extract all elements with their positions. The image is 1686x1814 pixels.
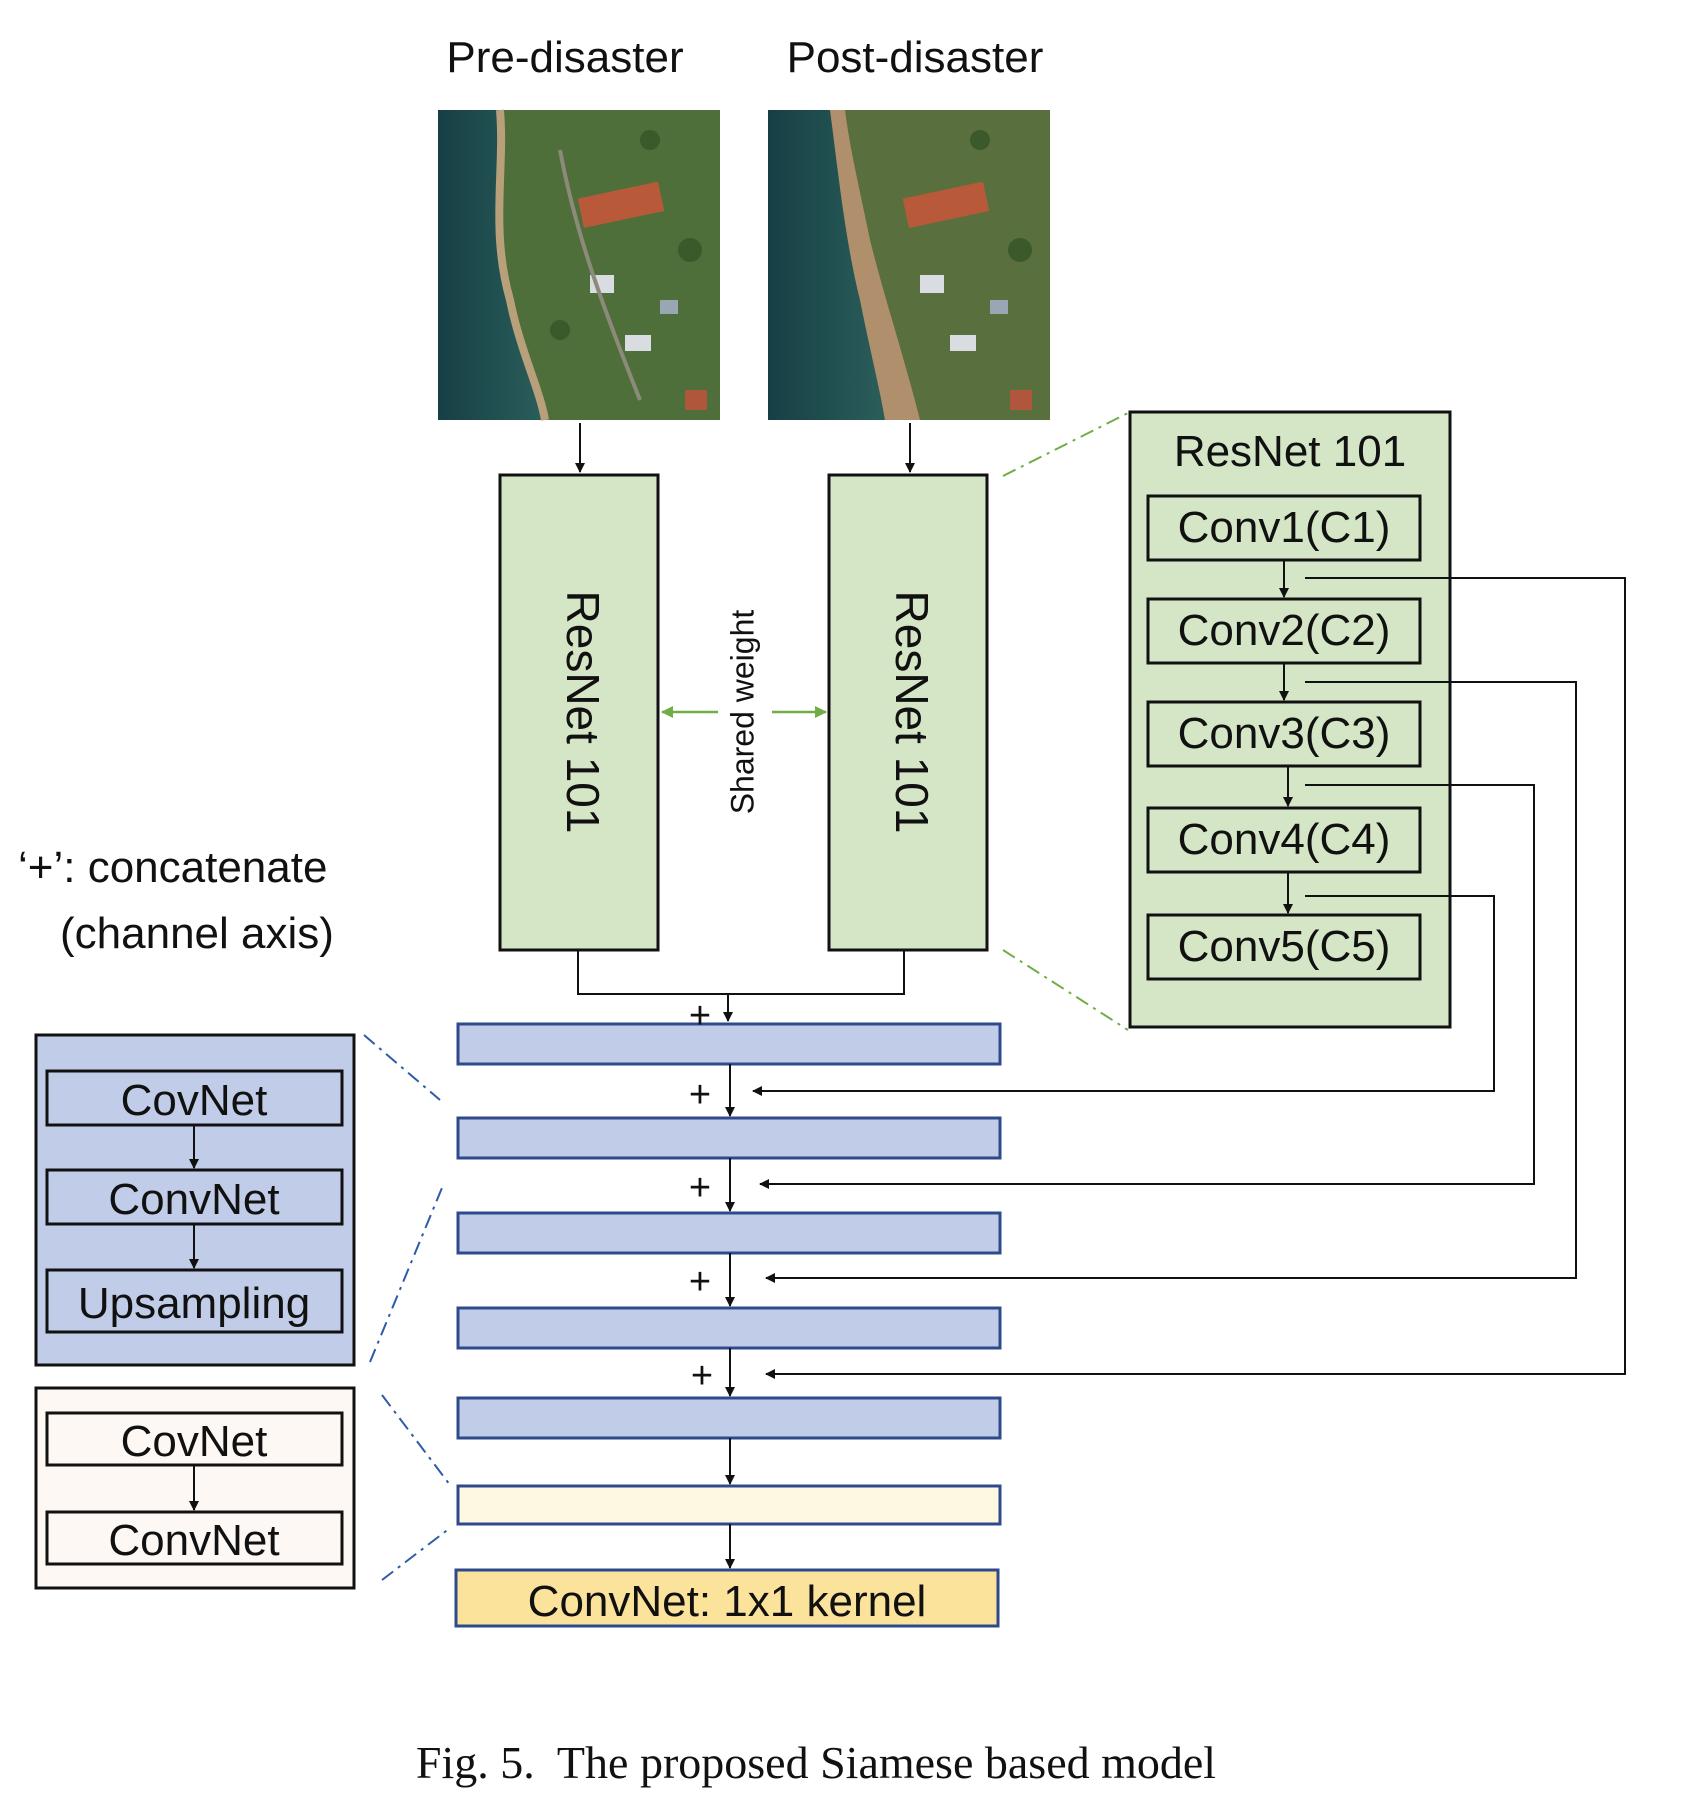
decoder-block-2: [456, 1116, 1002, 1160]
left-encoder-box: [498, 473, 660, 952]
pre-disaster-image: [438, 109, 720, 421]
head-zoom-line-bottom: [381, 1527, 451, 1581]
decoder-block-1: [456, 1022, 1002, 1066]
concat-plus-1: +: [689, 995, 711, 1037]
resnet-stage-2: Conv2(C2): [1146, 597, 1422, 665]
resnet-stage-4: Conv4(C4): [1146, 806, 1422, 874]
zoom-line-top: [1002, 412, 1129, 477]
pre-disaster-label: Pre-disaster: [446, 33, 683, 82]
legend-line-1: ‘+’: concatenate: [18, 843, 327, 892]
decoder-detail-item-1-label: CovNet: [121, 1076, 268, 1125]
figure-caption: Fig. 5. The proposed Siamese based model: [416, 1737, 1216, 1788]
output-block: [454, 1568, 1000, 1628]
resnet-stage-3-label: Conv3(C3): [1178, 709, 1391, 758]
head-detail-item-1: CovNet: [45, 1411, 344, 1467]
concat-plus-3: +: [689, 1167, 711, 1209]
resnet-stage-2-label: Conv2(C2): [1178, 606, 1391, 655]
resnet-stage-1: Conv1(C1): [1146, 494, 1422, 562]
resnet-stage-3: Conv3(C3): [1146, 700, 1422, 768]
decoder-zoom-line-top: [363, 1034, 441, 1101]
concat-plus-4: +: [689, 1261, 711, 1303]
skip-line-c3: [759, 784, 1535, 1189]
decoder-detail-item-3-label: Upsampling: [78, 1279, 310, 1328]
concat-plus-5: +: [691, 1355, 713, 1397]
right-encoder-box: [827, 473, 989, 952]
resnet-detail-title: ResNet 101: [1174, 427, 1406, 476]
skip-line-c2: [765, 681, 1577, 1283]
legend-line-2: (channel axis): [60, 909, 334, 958]
decoder-detail-item-3: Upsampling: [45, 1268, 344, 1334]
decoder-block-5: [456, 1396, 1002, 1440]
head-zoom-line-top: [381, 1394, 451, 1486]
decoder-detail-item-2-label: ConvNet: [108, 1175, 279, 1224]
zoom-line-bottom: [1002, 949, 1129, 1031]
decoder-detail-item-1: CovNet: [45, 1069, 344, 1127]
shared-weight-label: Shared weight: [724, 610, 760, 815]
resnet-stage-5-label: Conv5(C5): [1178, 922, 1391, 971]
left-encoder-label: ResNet 101: [557, 591, 609, 834]
head-detail-item-1-label: CovNet: [121, 1417, 268, 1466]
decoder-block-3: [456, 1211, 1002, 1255]
decoder-zoom-line-bottom: [369, 1182, 445, 1363]
head-detail-item-2: ConvNet: [45, 1510, 344, 1566]
head-detail-item-2-label: ConvNet: [108, 1516, 279, 1565]
resnet-stage-1-label: Conv1(C1): [1178, 503, 1391, 552]
skip-line-c4: [752, 895, 1495, 1096]
right-encoder-label: ResNet 101: [886, 591, 938, 834]
output-block-label: ConvNet: 1x1 kernel: [528, 1577, 927, 1626]
decoder-detail-item-2: ConvNet: [45, 1168, 344, 1226]
head-block: [456, 1484, 1002, 1526]
resnet-stage-4-label: Conv4(C4): [1178, 815, 1391, 864]
decoder-block-4: [456, 1306, 1002, 1350]
post-disaster-image: [768, 110, 1050, 420]
skip-line-c1: [765, 577, 1626, 1379]
post-disaster-label: Post-disaster: [787, 33, 1044, 82]
concat-plus-2: +: [689, 1074, 711, 1116]
encoder-merge-line: [577, 950, 905, 995]
resnet-stage-5: Conv5(C5): [1146, 913, 1422, 981]
